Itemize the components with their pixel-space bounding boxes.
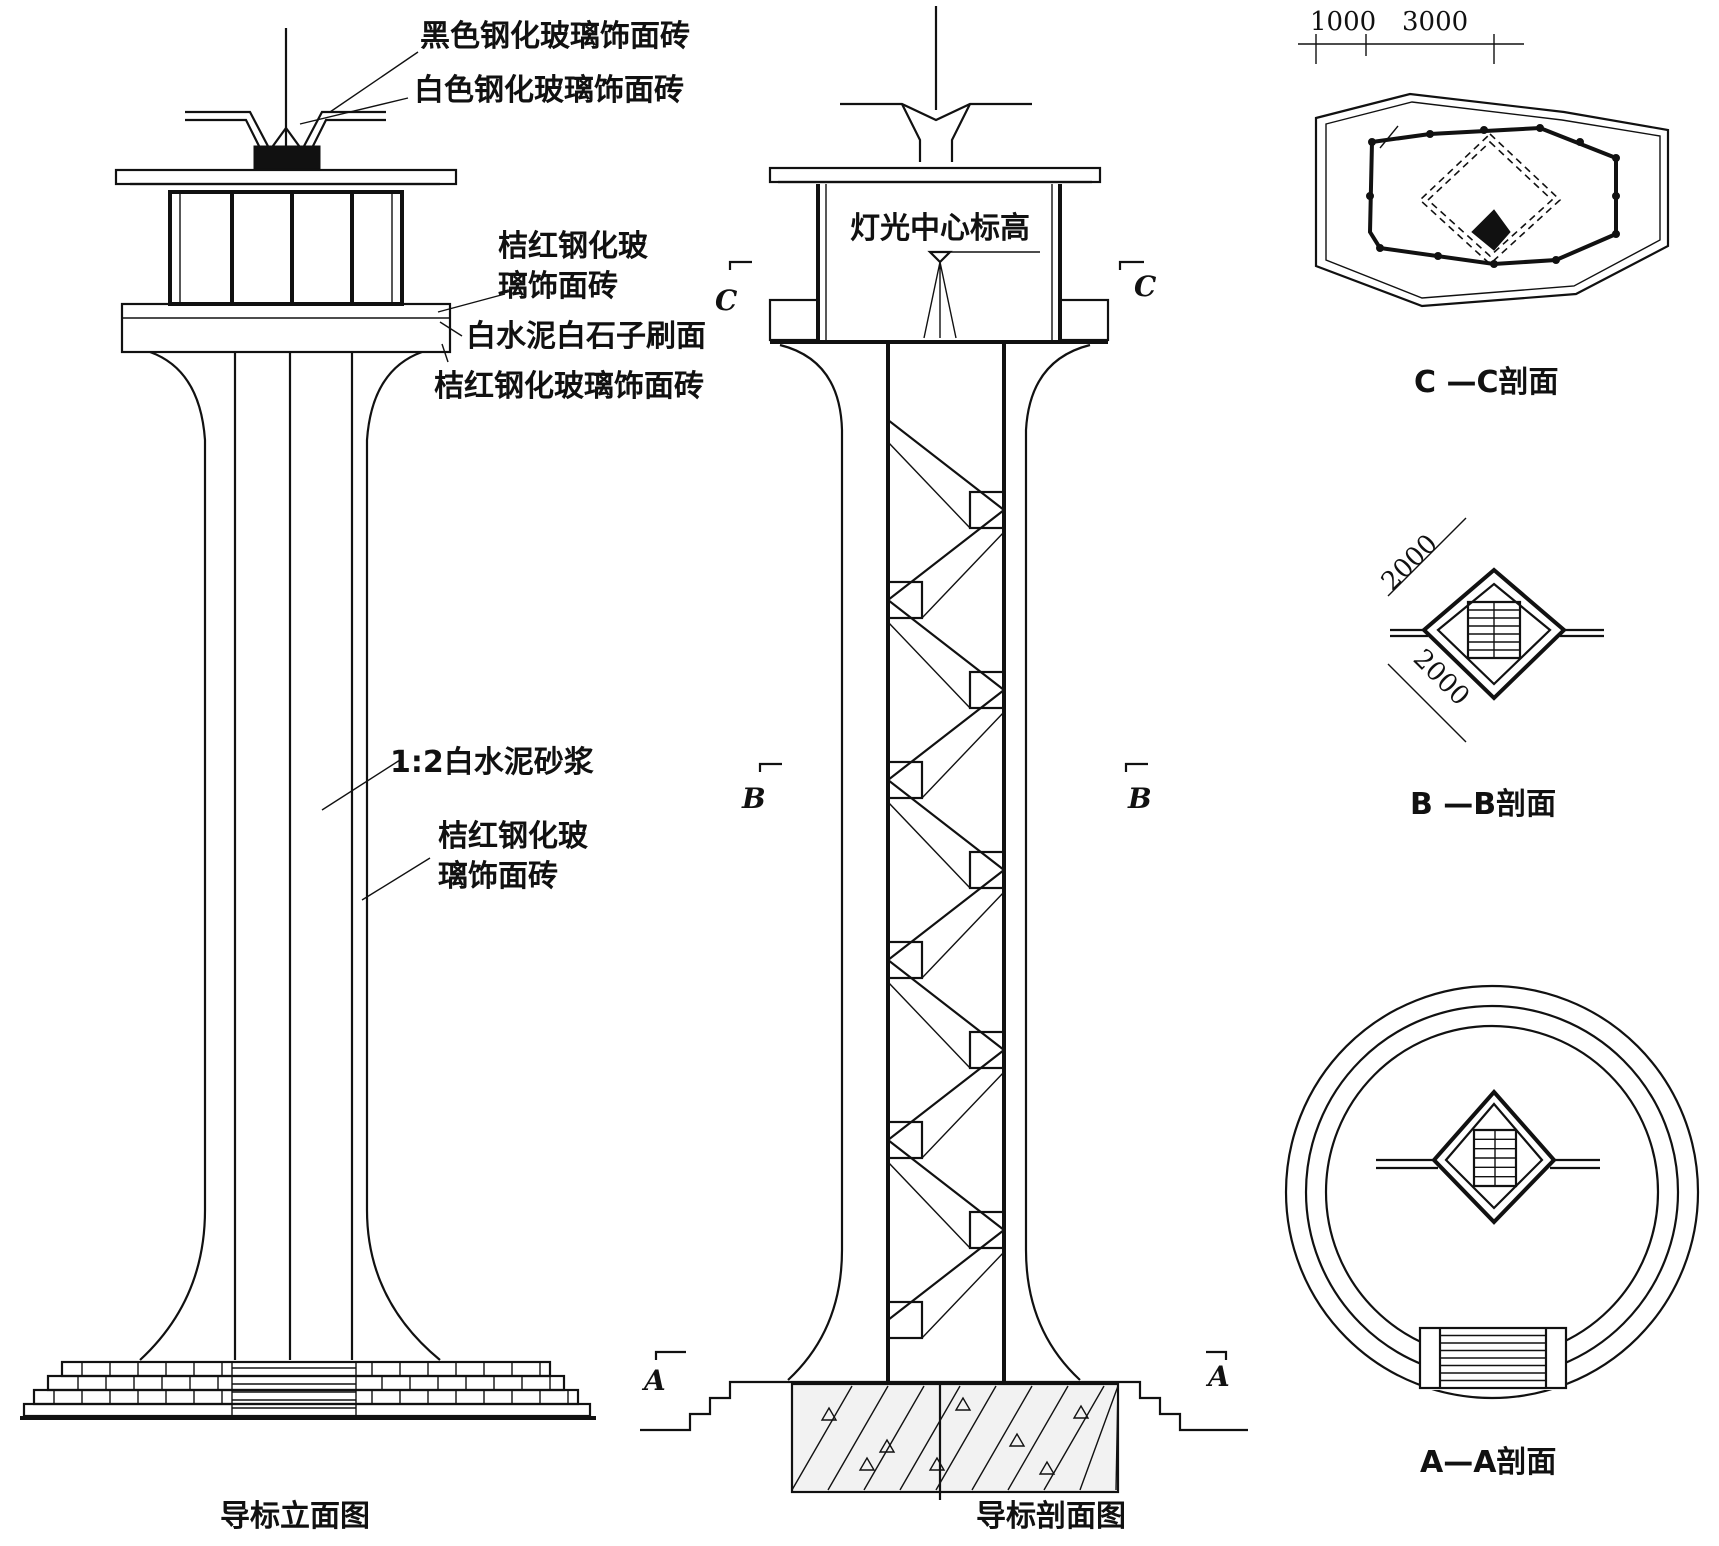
black-tile-block [253,145,321,171]
bb-dim-line-1 [1387,517,1467,597]
callout-orange-tile-top-1: 桔红钢化玻 [498,229,648,264]
bb-side-wings [1390,628,1604,638]
section-aa-view: A—A剖面 [1284,984,1700,1480]
section-view: 灯光中心标高 C C B B A A 导标剖面图 [640,6,1248,1534]
section-right-flare [1024,343,1091,1381]
section-collar-left [768,298,820,342]
cc-lamp-solid [1471,209,1511,251]
brick-joints [53,1362,569,1404]
brick-base [20,1360,596,1420]
section-bb-title: B —B剖面 [1410,787,1556,822]
leader-orange-shaft [361,857,431,901]
foundation-hatch [791,1385,1119,1491]
aa-inner-circle [1324,1024,1660,1360]
cc-dashed-square [1418,132,1562,266]
section-aa-title: A—A剖面 [1420,1445,1556,1480]
aa-entry-stair [1418,1326,1568,1390]
lantern-frame [168,190,404,306]
internal-stair [886,419,1006,1340]
lamp-stand [923,261,957,339]
section-cap-slab [768,166,1102,184]
mark-c-left: C [715,284,738,317]
leader-mortar [321,759,401,811]
elevation-mark [927,250,953,264]
mark-a-right: A [1205,1360,1230,1393]
light-center-label: 灯光中心标高 [850,211,1030,246]
aa-side-wings [1376,1158,1600,1170]
aa-core-box [1431,1088,1557,1225]
leader-black-tile [329,51,419,113]
mark-b-right: B [1127,782,1152,815]
leader-orange-band [441,343,449,363]
mark-c-left-tick [728,260,752,270]
bb-inner-box [1436,582,1552,686]
mark-a-left-tick [654,1350,686,1360]
aa-outer-circle [1284,984,1700,1400]
leader-orange-tile-top [437,293,506,313]
callout-orange-tile-band: 桔红钢化玻璃饰面砖 [434,369,704,404]
section-left-flare [779,343,844,1381]
shaft-right-flare [365,350,441,1361]
leader-white-tile [299,97,409,125]
cc-dim-1: 1000 [1310,7,1376,37]
aa-core-inner [1444,1102,1544,1210]
callout-orange-tile-top-2: 璃饰面砖 [498,269,618,304]
foundation [790,1382,1120,1494]
section-top-fin [840,102,1032,122]
bb-dim-line-2 [1387,663,1467,743]
mark-b-left-tick [758,762,782,772]
aa-stair-treads [1474,1130,1516,1186]
collar-band [120,302,452,354]
cc-outer-inner [1325,101,1661,299]
cap-slab [114,168,458,186]
cc-railing-posts [1366,124,1620,268]
callout-orange-tile-shaft-1: 桔红钢化玻 [438,819,588,854]
mark-c-right-tick [1118,260,1144,270]
aa-entry-treads [1438,1328,1548,1388]
section-cc-view: 1000 3000 C —C剖面 [1298,7,1670,400]
callout-black-tile: 黑色钢化玻璃饰面砖 [420,19,690,54]
callout-mortar: 1:2白水泥砂浆 [390,745,594,780]
section-bb-view: 2000 2000 B —B剖面 [1376,517,1604,822]
bb-outer-box [1421,567,1567,701]
mark-b-left: B [741,782,766,815]
top-fin [185,110,386,153]
section-stepped-base [640,1380,1248,1432]
mark-b-right-tick [1124,762,1148,772]
callout-orange-tile-shaft-2: 璃饰面砖 [438,859,558,894]
cc-outer-outline [1314,92,1670,308]
mark-a-right-tick [1206,1350,1228,1360]
cc-dim-2: 3000 [1402,7,1468,37]
shaft-left-flare [139,350,207,1361]
section-title: 导标剖面图 [976,1499,1126,1534]
bb-stair-treads [1468,602,1520,658]
leader-white-cement [439,321,463,337]
cc-dashed-inner [1426,140,1554,258]
callout-white-cement: 白水泥白石子刷面 [466,319,706,354]
elevation-title: 导标立面图 [220,1499,370,1534]
bb-stair-box [1466,600,1522,660]
elevation-view: 黑色钢化玻璃饰面砖 白色钢化玻璃饰面砖 桔红钢化玻 璃饰面砖 白水泥白石子刷面 … [20,19,706,1534]
mark-c-right: C [1134,270,1157,303]
aa-middle-circle [1304,1004,1680,1380]
bb-dim-1: 2000 [1376,529,1444,597]
section-collar-right [1058,298,1110,342]
bb-dim-2: 2000 [1407,644,1475,712]
callout-white-tile: 白色钢化玻璃饰面砖 [414,73,684,108]
section-fin-stem [901,103,971,162]
cc-leader [1379,125,1399,149]
section-cc-title: C —C剖面 [1414,365,1558,400]
mark-a-left: A [641,1364,666,1397]
